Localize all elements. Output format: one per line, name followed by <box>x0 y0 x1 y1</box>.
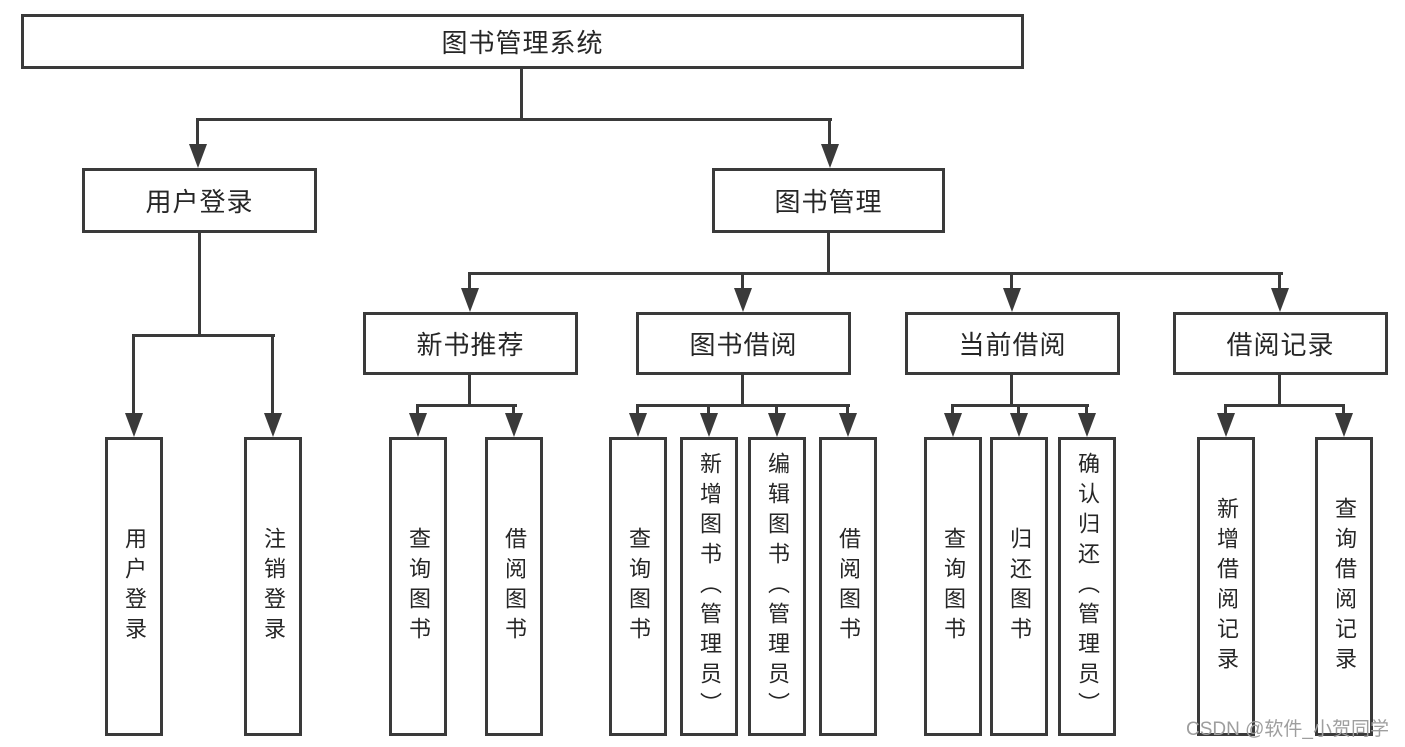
node-book-borrow: 图书借阅 <box>636 312 851 375</box>
connector-drop <box>951 404 954 417</box>
connector-stem <box>827 231 830 275</box>
connector-drop <box>512 404 515 417</box>
connector-rail <box>468 272 1283 275</box>
arrowhead-icon <box>1217 413 1235 437</box>
connector-rail <box>197 118 832 121</box>
leaf-user-login: 用户登录 <box>105 437 163 736</box>
leaf-query-books: 查询图书 <box>609 437 667 736</box>
connector-stem <box>741 373 744 407</box>
connector-drop <box>416 404 419 417</box>
connector-stem <box>1278 373 1281 407</box>
leaf-confirm-return-admin: 确认归还（管理员） <box>1058 437 1116 736</box>
leaf-borrow-books: 借阅图书 <box>485 437 543 736</box>
arrowhead-icon <box>461 288 479 312</box>
connector-stem <box>520 67 523 120</box>
arrowhead-icon <box>1010 413 1028 437</box>
arrowhead-icon <box>409 413 427 437</box>
connector-drop <box>1342 404 1345 417</box>
node-root: 图书管理系统 <box>21 14 1024 69</box>
connector-stem <box>198 231 201 336</box>
connector-drop <box>1278 272 1281 292</box>
connector-drop <box>196 118 199 146</box>
connector-drop <box>1010 272 1013 292</box>
leaf-return-book: 归还图书 <box>990 437 1048 736</box>
arrowhead-icon <box>768 413 786 437</box>
connector-rail <box>132 334 275 337</box>
connector-drop <box>1224 404 1227 417</box>
leaf-logout: 注销登录 <box>244 437 302 736</box>
node-user-login: 用户登录 <box>82 168 317 233</box>
arrowhead-icon <box>189 144 207 168</box>
leaf-query-books: 查询图书 <box>924 437 982 736</box>
connector-drop <box>271 334 274 416</box>
node-current-borrow: 当前借阅 <box>905 312 1120 375</box>
arrowhead-icon <box>821 144 839 168</box>
connector-drop <box>707 404 710 417</box>
arrowhead-icon <box>264 413 282 437</box>
connector-drop <box>1085 404 1088 417</box>
connector-drop <box>636 404 639 417</box>
connector-drop <box>1017 404 1020 417</box>
arrowhead-icon <box>944 413 962 437</box>
connector-drop <box>775 404 778 417</box>
leaf-add-book-admin: 新增图书（管理员） <box>680 437 738 736</box>
connector-stem <box>468 373 471 407</box>
connector-drop <box>468 272 471 292</box>
arrowhead-icon <box>1335 413 1353 437</box>
connector-stem <box>1010 373 1013 407</box>
arrowhead-icon <box>839 413 857 437</box>
connector-rail <box>1224 404 1345 407</box>
arrowhead-icon <box>125 413 143 437</box>
csdn-watermark: CSDN @软件_小贺同学 <box>1186 719 1389 740</box>
node-new-book-recommend: 新书推荐 <box>363 312 578 375</box>
leaf-borrow-books: 借阅图书 <box>819 437 877 736</box>
connector-rail <box>416 404 517 407</box>
arrowhead-icon <box>1271 288 1289 312</box>
leaf-query-borrow-record: 查询借阅记录 <box>1315 437 1373 736</box>
leaf-query-books: 查询图书 <box>389 437 447 736</box>
node-borrow-records: 借阅记录 <box>1173 312 1388 375</box>
arrowhead-icon <box>629 413 647 437</box>
connector-drop <box>132 334 135 416</box>
arrowhead-icon <box>1078 413 1096 437</box>
connector-drop <box>741 272 744 292</box>
arrowhead-icon <box>505 413 523 437</box>
leaf-edit-book-admin: 编辑图书（管理员） <box>748 437 806 736</box>
connector-rail <box>951 404 1089 407</box>
node-book-management: 图书管理 <box>712 168 945 233</box>
leaf-add-borrow-record: 新增借阅记录 <box>1197 437 1255 736</box>
connector-rail <box>636 404 850 407</box>
connector-drop <box>846 404 849 417</box>
arrowhead-icon <box>734 288 752 312</box>
arrowhead-icon <box>700 413 718 437</box>
connector-drop <box>828 118 831 146</box>
arrowhead-icon <box>1003 288 1021 312</box>
